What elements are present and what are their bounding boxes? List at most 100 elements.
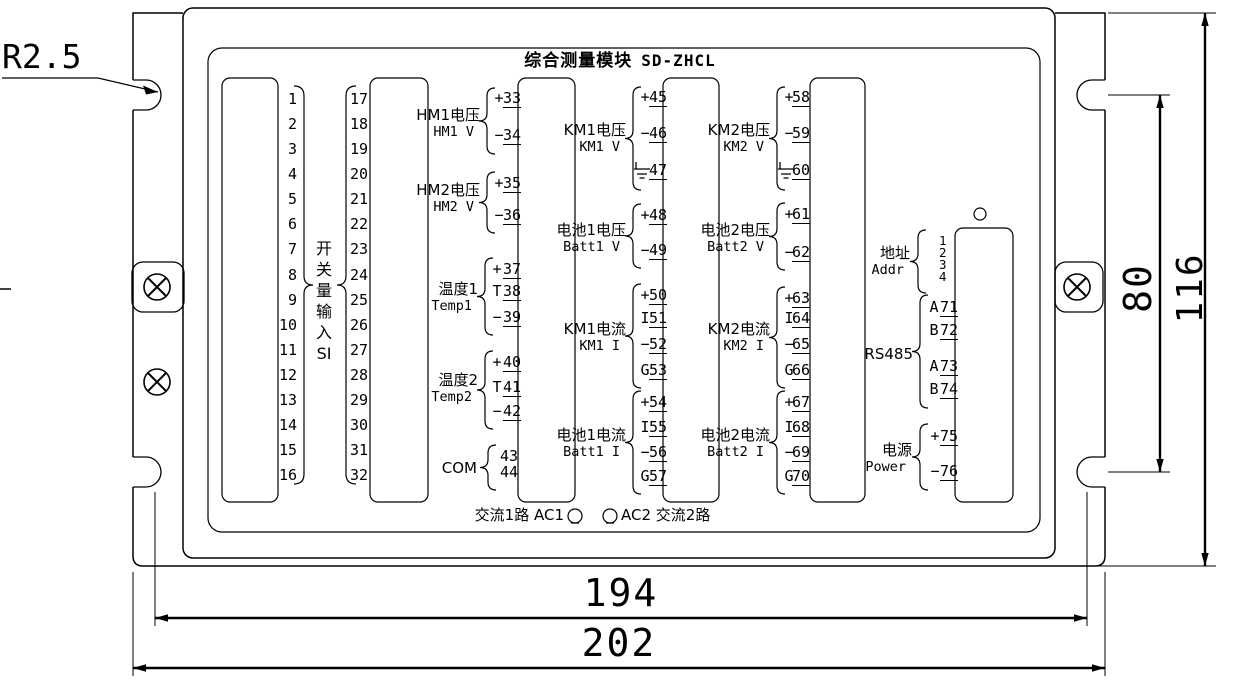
pin-km1i-52-sign: −: [640, 335, 650, 353]
group-temp1-brace: [476, 257, 494, 336]
pin-batt2i-67-sign: +: [784, 393, 794, 411]
group-km1v-label-zh: KM1电压: [563, 121, 626, 139]
group-rs485-brace: [911, 294, 929, 409]
group-batt2v-label-en: Batt2 V: [707, 239, 764, 255]
group-batt2i-label-zh: 电池2电流: [700, 426, 770, 444]
pin-rs485-71: 71: [940, 298, 959, 317]
pin-km2i-64: 64: [792, 309, 811, 328]
pin-si-right: 24: [350, 266, 369, 284]
group-addr-label-zh: 地址: [879, 244, 910, 262]
group-batt1v-label-en: Batt1 V: [563, 239, 620, 255]
pin-si-right: 28: [350, 366, 369, 384]
dimension-202: 202: [581, 621, 657, 665]
pin-hm1v-34: 34: [503, 126, 522, 145]
pin-si-right: 19: [350, 140, 369, 158]
pin-com-43: 43: [500, 447, 519, 465]
pin-rs485-74-sign: B: [929, 380, 939, 398]
group-com-label-zh: COM: [441, 459, 477, 477]
group-rs485-label-zh: RS485: [864, 345, 913, 363]
dimension-80: 80: [1116, 263, 1160, 313]
group-batt2i-brace: [768, 390, 786, 495]
group-addr-brace: [909, 229, 927, 294]
group-com-brace: [479, 444, 497, 491]
pin-km2v-59-sign: −: [784, 124, 794, 142]
pin-batt1i-57: 57: [649, 467, 668, 486]
mounting-notch-left-bottom: [133, 456, 162, 488]
pin-si-right: 22: [350, 215, 369, 233]
screw-slot-right: [1054, 261, 1104, 313]
mounting-plate-outline: [132, 12, 1106, 567]
pin-com-44: 44: [500, 463, 519, 481]
pin-si-left: 16: [278, 466, 297, 484]
pin-si-left: 10: [278, 316, 297, 334]
pin-addr-1: 1: [939, 233, 947, 248]
pin-km1i-50: 50: [649, 286, 668, 305]
group-batt2i-label-en: Batt2 I: [707, 444, 764, 460]
si-label-char: 入: [315, 323, 332, 342]
pin-temp2-42-sign: −: [492, 402, 502, 420]
face-panel: [207, 47, 1041, 533]
mounting-notch-left-top: [133, 79, 162, 111]
pin-si-left: 2: [287, 115, 297, 133]
group-batt2v-label-zh: 电池2电压: [700, 221, 770, 239]
si-label-char: 量: [315, 281, 332, 300]
pin-batt1i-55-sign: I: [640, 418, 650, 436]
pin-km1i-51-sign: I: [640, 309, 650, 327]
pin-temp1-37-sign: +: [492, 260, 502, 278]
pin-rs485-71-sign: A: [929, 298, 939, 316]
group-temp2-label-zh: 温度2: [438, 371, 478, 389]
pin-batt1i-56: 56: [649, 443, 668, 462]
pin-batt2v-61: 61: [792, 205, 811, 224]
pin-si-right: 17: [350, 90, 369, 108]
pin-km2i-65: 65: [792, 335, 811, 354]
group-km1i-label-en: KM1 I: [579, 338, 620, 354]
pin-batt2v-62-sign: −: [784, 243, 794, 261]
pin-batt1i-54: 54: [649, 393, 668, 412]
group-hm1v-label-en: HM1 V: [433, 124, 474, 140]
pin-temp1-37: 37: [503, 260, 522, 279]
group-km2v-brace: [768, 86, 786, 191]
group-temp1-label-zh: 温度1: [438, 280, 478, 298]
group-km1v-label-en: KM1 V: [579, 139, 620, 155]
dimension-116: 116: [1170, 252, 1211, 324]
pin-si-right: 27: [350, 341, 369, 359]
pin-batt1v-49-sign: −: [640, 241, 650, 259]
module-title-zh: 综合测量模块: [524, 51, 633, 71]
group-km1i-brace: [624, 283, 642, 389]
group-batt1v-label-zh: 电池1电压: [556, 221, 626, 239]
pin-hm1v-33-sign: +: [494, 89, 504, 107]
pin-km1i-52: 52: [649, 335, 668, 354]
group-temp2-brace: [476, 350, 494, 430]
pin-km2v-58-sign: +: [784, 88, 794, 106]
pin-temp2-40: 40: [503, 353, 522, 372]
screw-slot-left: [131, 261, 185, 313]
group-km1i-label-zh: KM1电流: [563, 320, 626, 338]
si-label-char: 输: [315, 302, 332, 321]
pin-km1i-53-sign: G: [640, 361, 650, 379]
pin-temp2-40-sign: +: [492, 353, 502, 371]
pin-temp1-38: 38: [503, 282, 522, 301]
pin-si-left: 9: [287, 291, 297, 309]
group-rs485-label: RS485: [738, 345, 913, 363]
pin-si-left: 12: [278, 366, 297, 384]
pin-batt2i-70-sign: G: [784, 467, 794, 485]
mounting-notch-right-top: [1076, 79, 1105, 111]
si-left-brace: [293, 85, 314, 485]
pin-rs485-73: 73: [940, 357, 959, 376]
terminal-block-2: [369, 77, 429, 503]
group-batt2v-brace: [768, 202, 786, 271]
pin-si-left: 1: [287, 90, 297, 108]
group-hm2v-label-zh: HM2电压: [416, 181, 480, 199]
pin-km2i-65-sign: −: [784, 335, 794, 353]
pin-rs485-73-sign: A: [929, 357, 939, 375]
pin-si-right: 21: [350, 190, 369, 208]
